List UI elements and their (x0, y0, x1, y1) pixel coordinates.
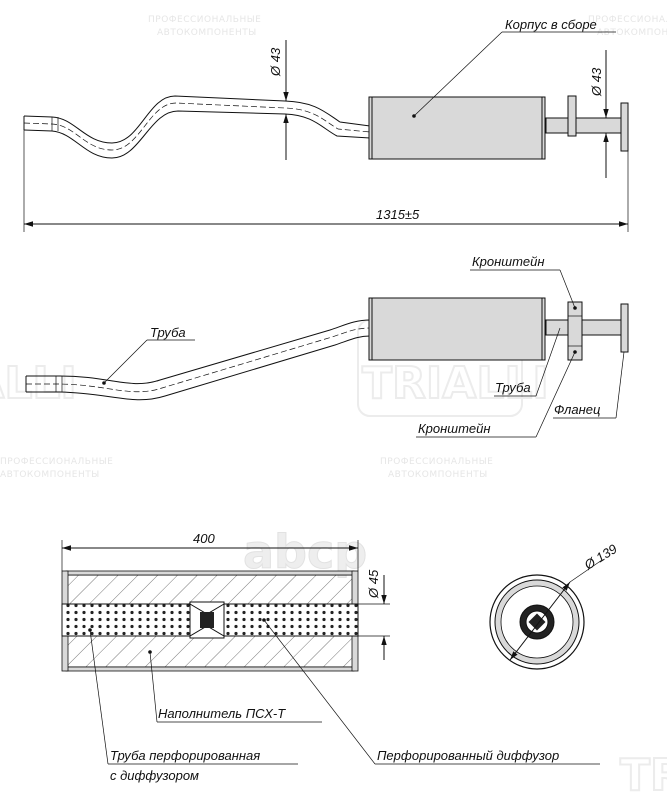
leader-line (535, 351, 576, 438)
side-bracket (567, 301, 583, 361)
diameter-inlet-label: Ø 43 (268, 47, 283, 77)
filler-label: Наполнитель ПСХ-Т (158, 706, 286, 721)
top-outlet-pipe (545, 117, 623, 134)
leader-line (535, 327, 561, 397)
top-pipe-edge (23, 95, 371, 144)
perforated-pipe-label-2: с диффузором (110, 768, 199, 783)
watermark-text: ПРОФЕССИОНАЛЬНЫЕ (588, 15, 667, 25)
flange-label: Фланец (554, 402, 600, 417)
section-length-label: 400 (193, 531, 215, 546)
leader-line (263, 619, 376, 765)
leader-line (559, 269, 576, 309)
side-flange (620, 303, 629, 353)
side-muffler-housing (368, 297, 546, 361)
dim-arrow (509, 581, 571, 661)
side-view: Труба Кронштейн Труба Фланец Кронштейн (25, 254, 629, 438)
leader-line (89, 629, 109, 765)
side-pipe-centerline (26, 327, 371, 393)
top-bracket (567, 95, 577, 137)
watermark-text: ПРОФЕССИОНАЛЬНЫЕ (0, 457, 113, 467)
watermark-brand: TRIALLI (620, 750, 667, 800)
leader-line (413, 31, 503, 117)
bracket-top-label: Кронштейн (472, 254, 545, 269)
diffuser (189, 601, 225, 639)
side-pipe-edge (26, 319, 371, 385)
side-outlet-pipe (545, 319, 623, 336)
diffuser-core (200, 612, 214, 628)
watermark-shop-logo: abcp (243, 525, 367, 579)
watermark-text: АВТОКОМПОНЕНТЫ (157, 28, 257, 38)
housing-label: Корпус в сборе (505, 17, 597, 32)
outer-diameter-label: Ø 139 (581, 541, 620, 573)
watermark-text: АВТОКОМПОНЕНТЫ (597, 28, 667, 38)
leader-line (615, 351, 625, 419)
inner-diameter-label: Ø 45 (366, 569, 381, 599)
pipe-label-left: Труба (150, 325, 186, 340)
dim-line (569, 559, 603, 583)
section-view: 400 Ø 45 Наполнитель ПСХ-Т Труба перфори… (61, 531, 600, 783)
watermark-brand: TRIALLI (362, 358, 549, 409)
leader-line (149, 651, 158, 723)
top-view: Ø 43 Ø 43 Корпус в сборе 1315±5 (23, 17, 629, 232)
top-muffler-housing (368, 96, 546, 160)
watermark-brand: TRIALLI (0, 358, 77, 409)
watermark-text: ПРОФЕССИОНАЛЬНЫЕ (380, 457, 493, 467)
watermark-text: ПРОФЕССИОНАЛЬНЫЕ (148, 15, 261, 25)
watermark-text: АВТОКОМПОНЕНТЫ (0, 470, 100, 480)
watermark-text: АВТОКОМПОНЕНТЫ (388, 470, 488, 480)
top-flange (620, 102, 629, 152)
pipe-label-right: Труба (495, 380, 531, 395)
top-pipe-edge (23, 110, 371, 159)
overall-length-label: 1315±5 (376, 207, 420, 222)
end-view: Ø 139 (489, 541, 620, 670)
diameter-outlet-label: Ø 43 (589, 67, 604, 97)
leader-line (103, 339, 148, 384)
section-shell (65, 570, 355, 576)
section-shell (65, 666, 355, 672)
top-pipe-centerline (23, 102, 371, 151)
perforated-pipe-label: Труба перфорированная (110, 748, 260, 763)
side-pipe-edge (26, 335, 371, 401)
diffuser-label: Перфорированный диффузор (377, 748, 559, 763)
bracket-bottom-label: Кронштейн (418, 421, 491, 436)
